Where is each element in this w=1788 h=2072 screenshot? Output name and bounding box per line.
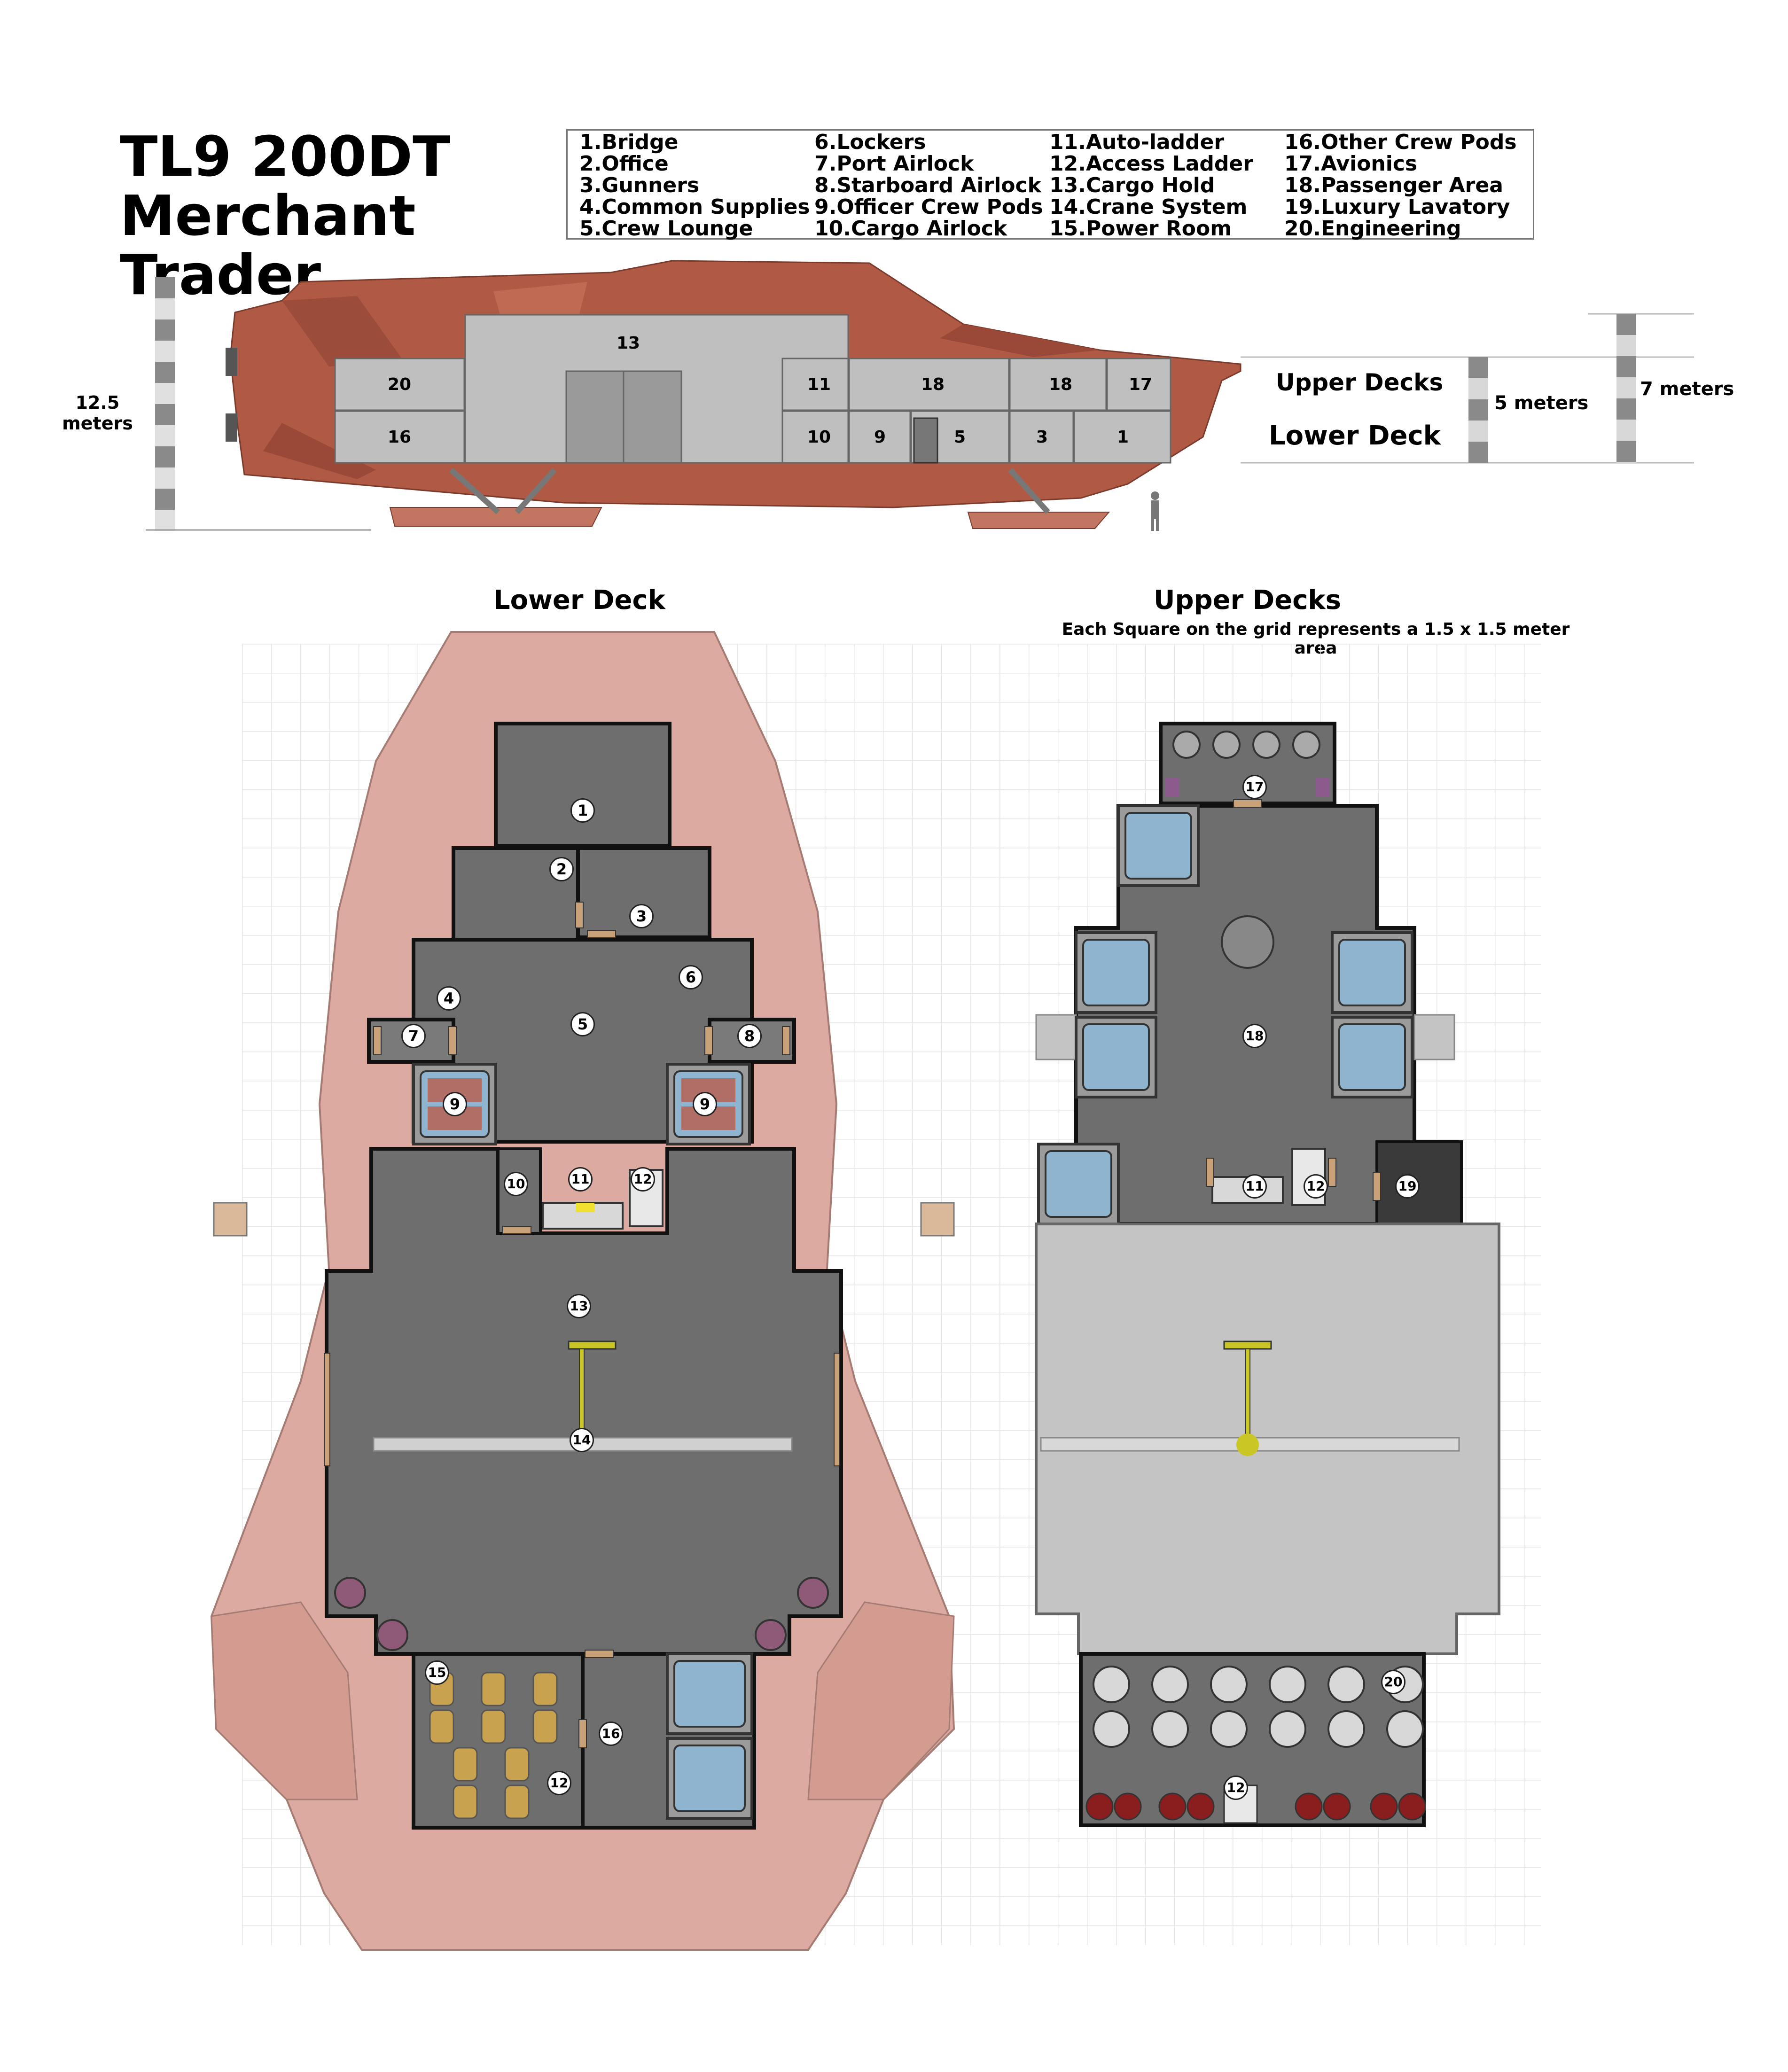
lower-marker-officer-pods: 9 [443,1092,467,1116]
legend-item: 9.Officer Crew Pods [814,195,1043,219]
lower-marker-lockers: 6 [679,965,703,989]
lower-marker-power-room: 15 [425,1660,449,1685]
lower-marker-port-airlock: 7 [401,1024,426,1048]
height-scale-bar [146,277,371,531]
legend-item: 20.Engineering [1284,217,1461,241]
profile-room-label: 1 [1117,428,1129,447]
legend-item: 5.Crew Lounge [579,217,753,241]
legend-item: 18.Passenger Area [1284,173,1503,197]
side-profile-diagram [146,260,1694,531]
legend-column-3: 11.Auto-ladder 12.Access Ladder 13.Cargo… [1049,132,1253,240]
upper-marker-lavatory: 19 [1395,1174,1420,1199]
legend-item: 12.Access Ladder [1049,152,1253,176]
upper-marker-access-ladder: 12 [1304,1174,1328,1199]
lower-marker-crane: 14 [570,1428,594,1452]
legend-column-1: 1.Bridge 2.Office 3.Gunners 4.Common Sup… [579,132,810,240]
legend-item: 1.Bridge [579,130,679,154]
plan-grid [242,644,1541,1945]
legend-item: 2.Office [579,152,669,176]
profile-room-label: 18 [921,375,945,394]
legend-item: 19.Luxury Lavatory [1284,195,1510,219]
profile-room-label: 13 [617,334,640,353]
legend-item: 10.Cargo Airlock [814,217,1007,241]
upper-deck-interior [1035,722,1500,1827]
legend-item: 6.Lockers [814,130,926,154]
profile-rooms [334,314,1171,464]
legend-item: 3.Gunners [579,173,700,197]
legend-item: 7.Port Airlock [814,152,974,176]
legend-item: 15.Power Room [1049,217,1232,241]
ship-title: TL9 200DT Merchant Trader [120,127,451,304]
profile-room-label: 10 [807,428,831,447]
profile-room-label: 11 [807,375,831,394]
upper-marker-engineering: 20 [1381,1670,1405,1694]
legend-column-4: 16.Other Crew Pods 17.Avionics 18.Passen… [1284,132,1517,240]
lower-marker-bridge: 1 [570,798,595,823]
profile-room-label: 16 [388,428,412,447]
lower-marker-cargo-airlock: 10 [504,1172,528,1196]
upper-marker-access-ladder: 12 [1224,1776,1248,1800]
lower-marker-access-ladder: 12 [631,1167,655,1192]
profile-room-label: 9 [874,428,886,447]
profile-room-label: 17 [1129,375,1153,394]
profile-room-label: 20 [388,375,412,394]
upper-decks-heading: Upper Decks [1154,585,1341,615]
lower-marker-crew-pods: 16 [599,1721,623,1746]
profile-room-label: 5 [954,428,966,447]
profile-room-label: 3 [1036,428,1048,447]
lower-deck-hull [210,631,955,1951]
lower-marker-cargo-hold: 13 [567,1294,591,1318]
height-label: 12.5 meters [62,392,133,434]
title-line-1: TL9 200DT [120,124,451,189]
lower-marker-crew-lounge: 5 [570,1012,595,1036]
legend-item: 13.Cargo Hold [1049,173,1215,197]
upper-marker-passenger-area: 18 [1242,1024,1267,1048]
lower-marker-starboard-airlock: 8 [737,1024,762,1048]
lower-marker-office: 2 [549,857,574,881]
lower-marker-officer-pods: 9 [693,1092,717,1116]
legend-item: 4.Common Supplies [579,195,810,219]
title-line-2: Merchant [120,183,416,248]
lower-deck-interior [324,722,843,1830]
legend-column-2: 6.Lockers 7.Port Airlock 8.Starboard Air… [814,132,1043,240]
grid-scale-note: Each Square on the grid represents a 1.5… [1062,620,1570,658]
five-meters-label: 5 meters [1494,392,1589,414]
lower-marker-gunners: 3 [629,904,654,928]
profile-room-label: 18 [1049,375,1073,394]
upper-marker-avionics: 17 [1242,775,1267,799]
lower-marker-common-supplies: 4 [437,986,461,1011]
deck-height-scale-bars [1241,313,1694,464]
room-legend: 1.Bridge 2.Office 3.Gunners 4.Common Sup… [566,129,1534,240]
lower-marker-access-ladder: 12 [547,1771,571,1795]
legend-item: 17.Avionics [1284,152,1418,176]
legend-item: 11.Auto-ladder [1049,130,1225,154]
upper-marker-auto-ladder: 11 [1242,1174,1267,1199]
lower-deck-heading: Lower Deck [493,585,665,615]
human-scale-figure [1151,491,1159,531]
lower-marker-auto-ladder: 11 [568,1167,593,1192]
lower-deck-label: Lower Deck [1269,421,1441,451]
legend-item: 14.Crane System [1049,195,1248,219]
upper-decks-label: Upper Decks [1276,369,1444,396]
legend-item: 16.Other Crew Pods [1284,130,1517,154]
seven-meters-label: 7 meters [1640,378,1734,400]
legend-item: 8.Starboard Airlock [814,173,1041,197]
